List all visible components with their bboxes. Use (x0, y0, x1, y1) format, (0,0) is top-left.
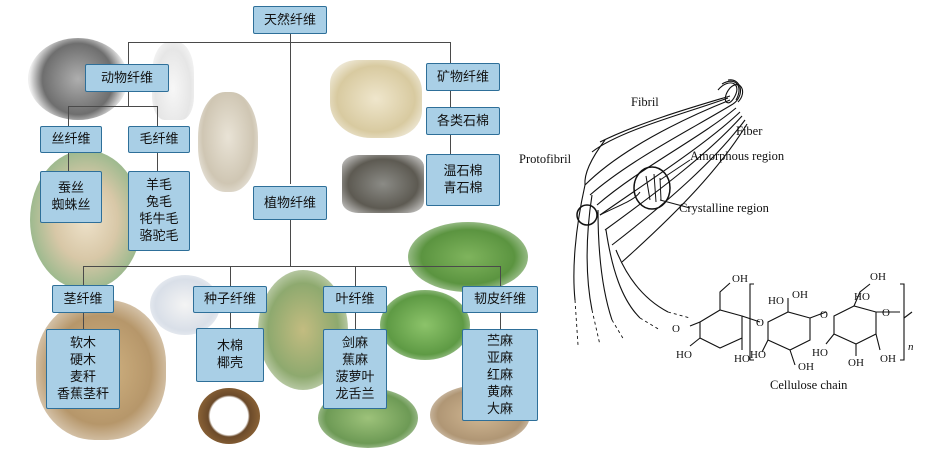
sheep-photo (198, 92, 258, 192)
chem-ho: HO (750, 349, 766, 361)
chem-oh: OH (798, 361, 814, 373)
chem-ho: HO (734, 353, 750, 365)
node-wool-items: 羊毛 兔毛 牦牛毛 骆驼毛 (128, 171, 190, 251)
node-asbestos: 各类石棉 (426, 107, 500, 135)
cellulose-chain-structure (689, 282, 913, 366)
protofibril-chains (574, 299, 691, 346)
leaf-plant-photo-2 (380, 290, 470, 360)
node-silk-fiber: 丝纤维 (40, 126, 102, 153)
node-wool-fiber: 毛纤维 (128, 126, 190, 153)
node-mineral-fiber: 矿物纤维 (426, 63, 500, 91)
connector (83, 266, 501, 267)
connector (83, 266, 84, 285)
connector (157, 153, 158, 171)
node-natural-fiber: 天然纤维 (253, 6, 327, 34)
label-crystalline-region: Crystalline region (679, 201, 770, 215)
chem-oh: OH (732, 273, 748, 285)
connector (68, 106, 158, 107)
connector (355, 266, 356, 286)
chem-o: O (756, 317, 764, 329)
chem-ho: HO (854, 291, 870, 303)
connector (500, 313, 501, 329)
amorphous-ring-large (633, 166, 671, 210)
chem-o: O (820, 309, 828, 321)
coconut-photo (198, 388, 260, 444)
asbestos-rock-photo (342, 155, 424, 213)
amorphous-pointer (659, 159, 691, 181)
node-bast-items: 苎麻 亚麻 红麻 黄麻 大麻 (462, 329, 538, 421)
label-protofibril: Protofibril (519, 152, 572, 166)
natural-fiber-classification: 天然纤维 动物纤维 矿物纤维 丝纤维 毛纤维 蚕丝 蜘蛛丝 羊毛 兔毛 牦牛毛 … (28, 6, 538, 448)
chemical-labels: OH O HO HO O HO OH HO OH O OH HO HO OH O… (672, 271, 914, 373)
chem-o: O (882, 307, 890, 319)
chem-ho: HO (768, 295, 784, 307)
node-leaf-fiber: 叶纤维 (323, 286, 387, 313)
chem-o: O (672, 323, 680, 335)
label-fiber: Fiber (736, 124, 763, 138)
leaf-plant-photo (408, 222, 528, 292)
chem-n: n (908, 341, 914, 353)
label-cellulose-chain: Cellulose chain (770, 378, 848, 392)
connector (290, 220, 291, 266)
node-silk-items: 蚕丝 蜘蛛丝 (40, 171, 102, 223)
node-asbestos-items: 温石棉 青石棉 (426, 154, 500, 206)
node-bast-fiber: 韧皮纤维 (462, 286, 538, 313)
crystalline-pointer (659, 199, 691, 209)
node-seed-items: 木棉 椰壳 (196, 328, 264, 382)
connector (157, 106, 158, 126)
connector (450, 42, 451, 63)
connector (68, 153, 69, 171)
connector (230, 266, 231, 286)
fiber-strands (573, 79, 748, 321)
node-plant-fiber: 植物纤维 (253, 186, 327, 220)
chem-ho: HO (676, 349, 692, 361)
chem-oh: OH (870, 271, 886, 283)
connector (128, 42, 129, 65)
label-amorphous-region: Amorphous region (690, 149, 785, 163)
mineral-rock-photo (330, 60, 422, 138)
connector (450, 135, 451, 154)
connector (500, 266, 501, 286)
connector (230, 313, 231, 328)
chem-oh: OH (792, 289, 808, 301)
crystalline-ring-small (576, 204, 598, 226)
ring-link (599, 191, 641, 216)
chem-ho: HO (812, 347, 828, 359)
node-animal-fiber: 动物纤维 (85, 64, 169, 92)
chem-oh: OH (880, 353, 896, 365)
label-fibril: Fibril (631, 95, 659, 109)
chem-oh: OH (848, 357, 864, 369)
connector (128, 42, 451, 43)
node-leaf-items: 剑麻 蕉麻 菠萝叶 龙舌兰 (323, 329, 387, 409)
connector (450, 91, 451, 107)
crystalline-lines (645, 173, 662, 203)
connector (83, 313, 84, 329)
connector (128, 92, 129, 106)
node-seed-fiber: 种子纤维 (193, 286, 267, 313)
connector (68, 106, 69, 126)
node-stem-fiber: 茎纤维 (52, 285, 114, 313)
connector (290, 34, 291, 184)
connector (355, 313, 356, 329)
node-stem-items: 软木 硬木 麦秆 香蕉茎秆 (46, 329, 120, 409)
